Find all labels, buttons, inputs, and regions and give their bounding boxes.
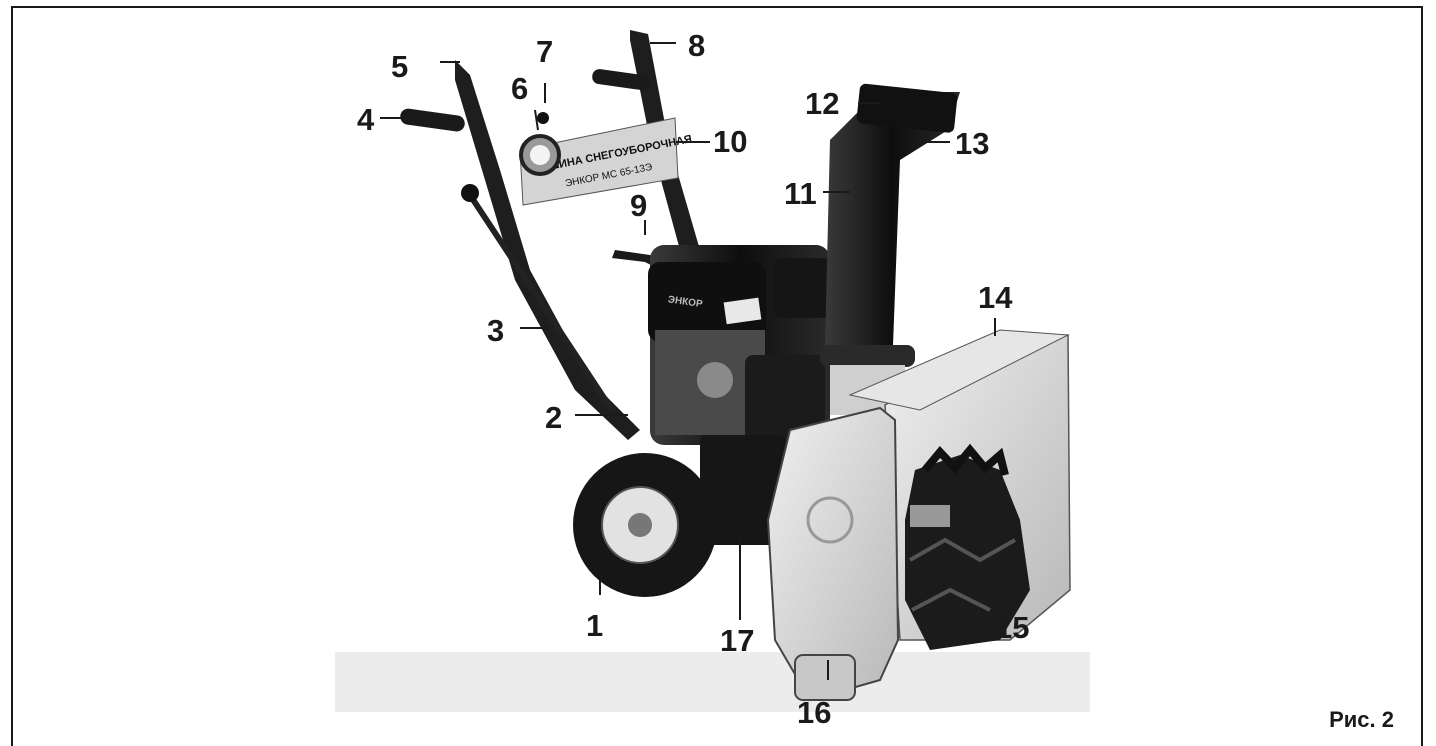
chute: [825, 92, 960, 345]
callout-2: 2: [545, 400, 563, 435]
skid-shoe: [794, 654, 856, 701]
callout-10: 10: [713, 124, 748, 159]
ground-shadow: [335, 652, 1090, 712]
callout-9: 9: [630, 188, 648, 223]
shift-knob: [461, 184, 479, 202]
belt-cover: [700, 435, 785, 545]
chute-deflector: [856, 83, 958, 133]
figure-frame: [11, 6, 1423, 746]
callout-1: 1: [586, 608, 604, 643]
knob-7: [537, 112, 549, 124]
left-grip: [400, 108, 465, 132]
callout-12: 12: [805, 86, 840, 121]
callout-17: 17: [720, 623, 755, 658]
callout-8: 8: [688, 28, 706, 63]
shift-rod: [467, 193, 615, 412]
callout-13: 13: [955, 126, 990, 161]
callout-3: 3: [487, 313, 505, 348]
auger-shaft: [910, 505, 950, 527]
engine-brand: ЭНКОР: [667, 294, 703, 310]
figure-caption: Рис. 2: [1329, 707, 1394, 732]
callout-5: 5: [391, 49, 409, 84]
side-plate: [766, 406, 900, 702]
auger: [905, 443, 1030, 650]
left-handle: [455, 60, 640, 440]
leader-lines: [380, 42, 996, 680]
callout-11: 11: [784, 176, 817, 211]
callout-7: 7: [536, 34, 554, 69]
callout-15: 15: [995, 610, 1030, 645]
callout-6: 6: [511, 71, 529, 106]
housing-top: [848, 329, 1070, 411]
callout-14: 14: [978, 280, 1013, 315]
control-plate: [519, 117, 679, 206]
right-grip: [592, 69, 650, 91]
callout-16: 16: [797, 695, 832, 730]
callout-4: 4: [357, 102, 375, 137]
fuel-tank: [773, 258, 833, 318]
chute-ring: [820, 345, 915, 367]
